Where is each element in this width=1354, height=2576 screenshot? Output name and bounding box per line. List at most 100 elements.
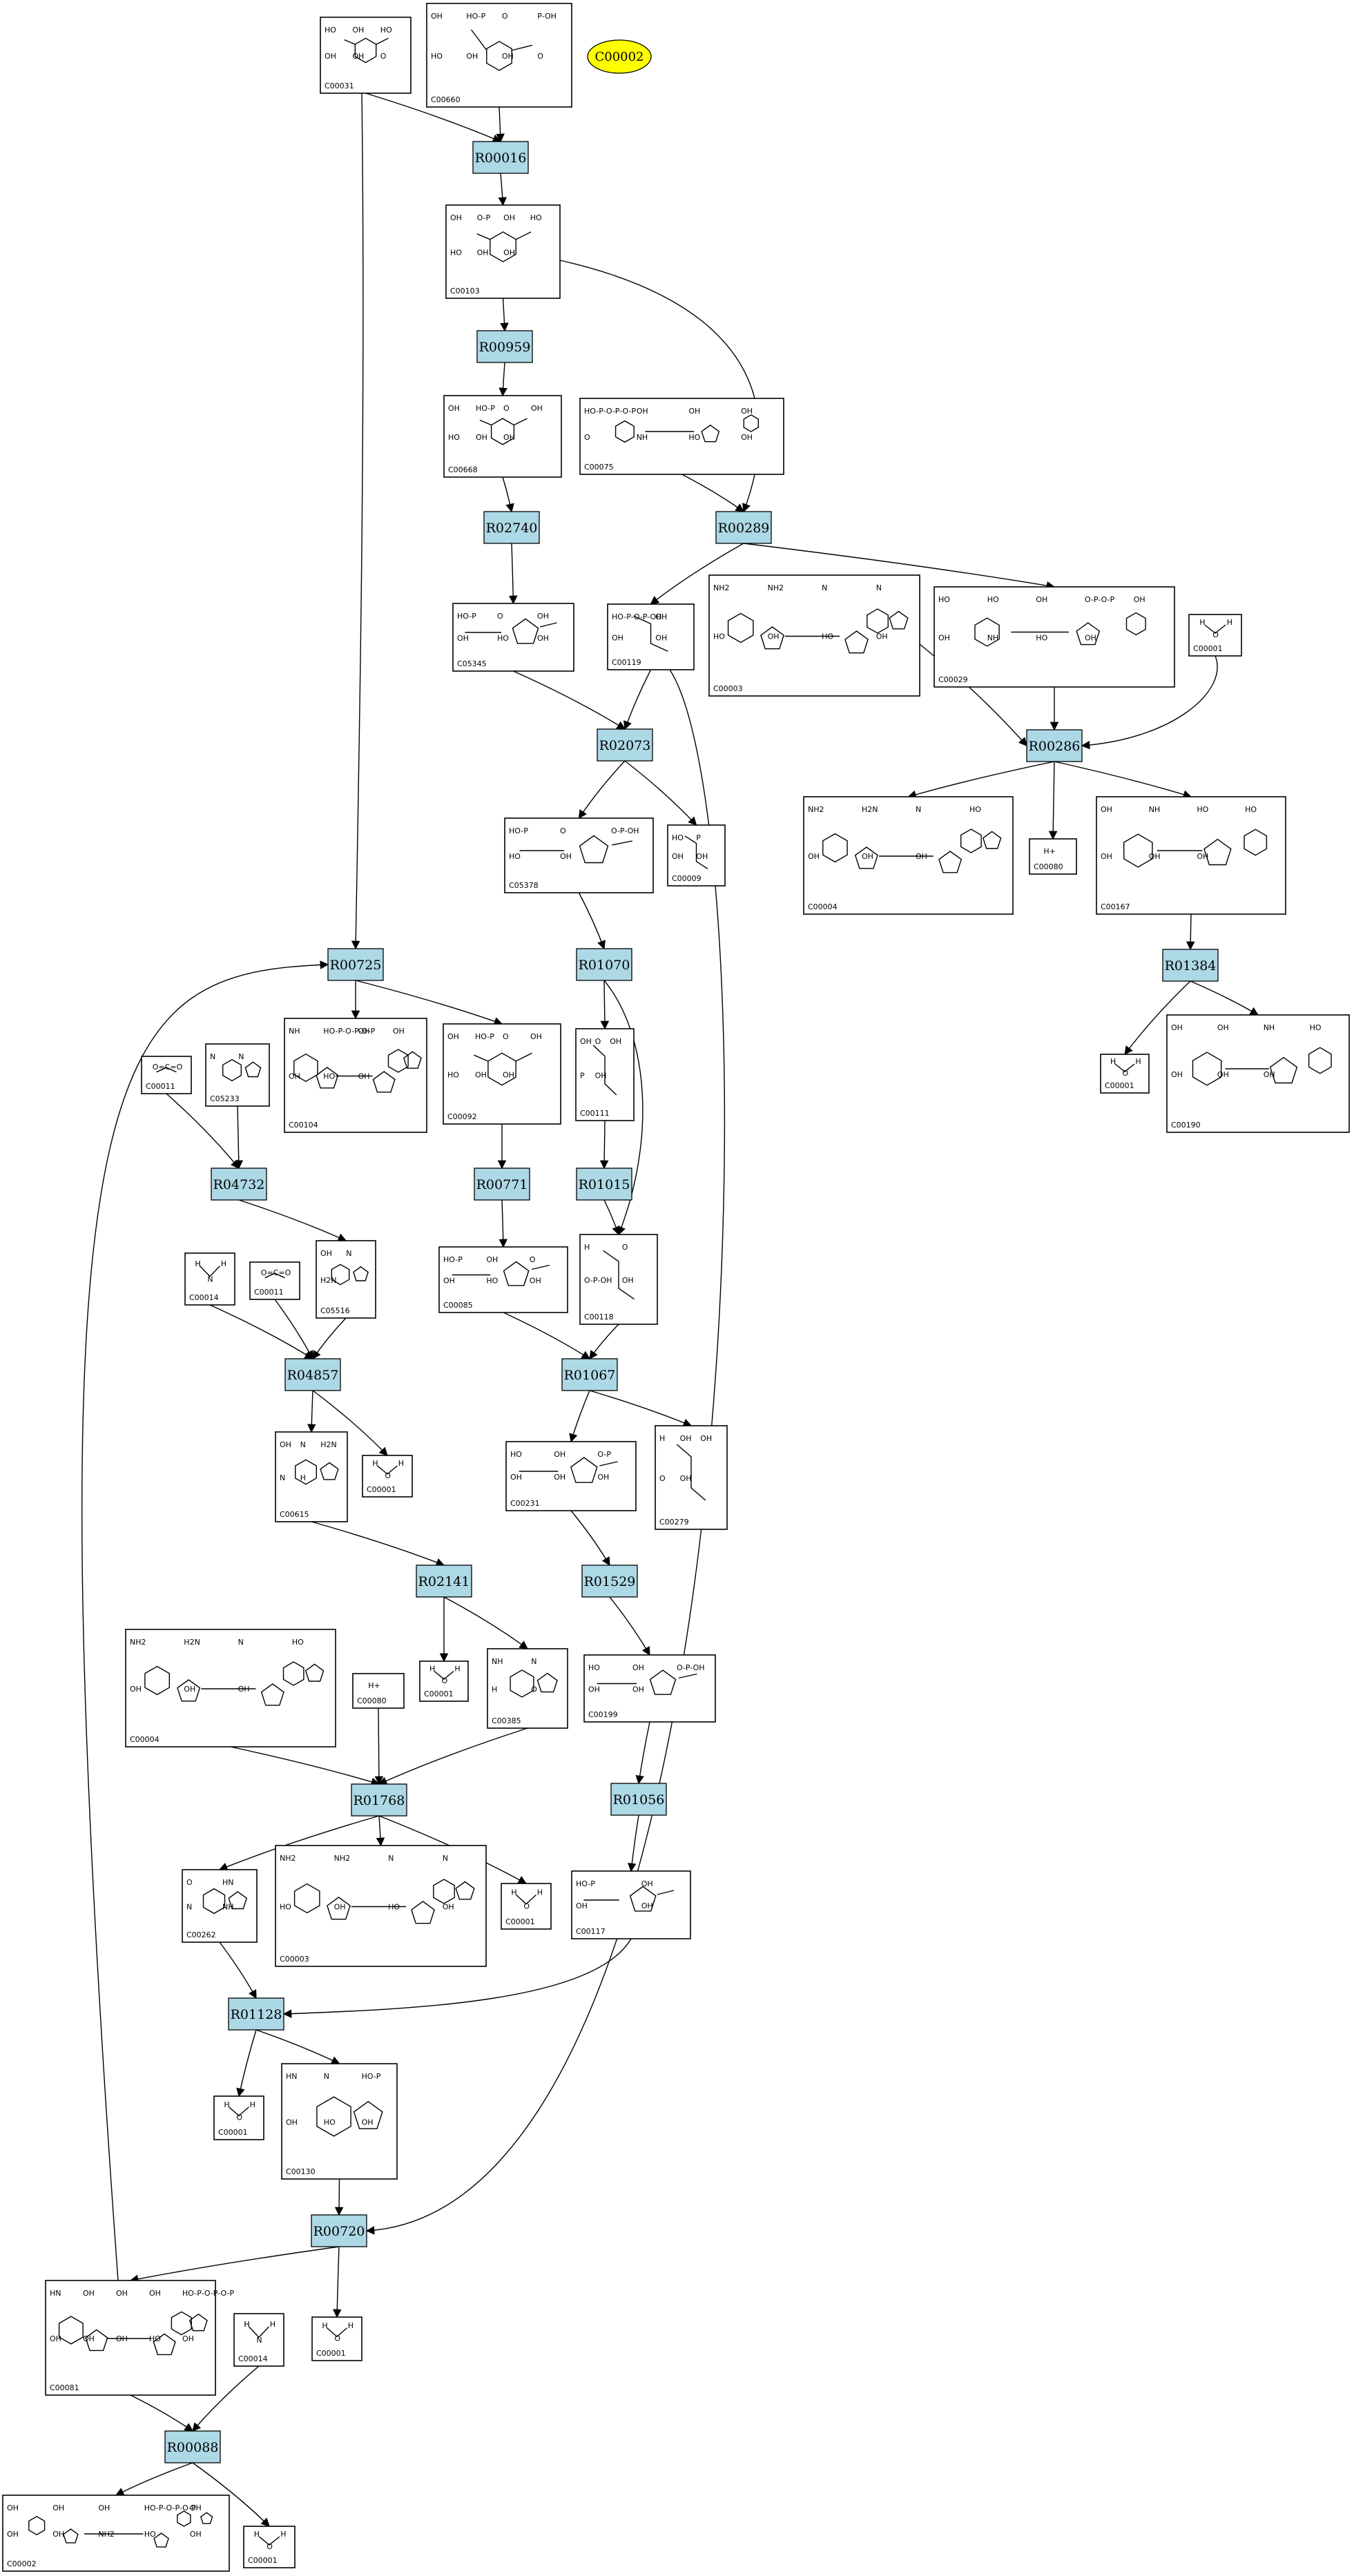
atom-label: H [195,1259,200,1268]
atom-label: HO-P [576,1879,595,1888]
reaction-R01529[interactable]: R01529 [581,1565,638,1598]
atom-label: HO [510,1450,522,1459]
atom-label: O [523,1901,530,1910]
reaction-R01128[interactable]: R01128 [228,1997,284,2031]
compound-id-label: C00668 [448,465,478,474]
atom-label: OH [1036,595,1047,604]
compound-frame [275,1845,487,1967]
reaction-label: R02141 [418,1574,470,1589]
atom-label: HO [509,852,521,861]
reaction-R04732[interactable]: R04732 [211,1168,267,1201]
reaction-label: R00771 [476,1177,528,1192]
reaction-R00959[interactable]: R00959 [476,330,533,363]
compound-frame [184,1252,235,1306]
reaction-arrow [650,543,744,605]
reaction-R01015[interactable]: R01015 [576,1168,632,1201]
reaction-R04857[interactable]: R04857 [284,1358,341,1391]
reaction-R00286[interactable]: R00286 [1026,729,1083,762]
reaction-box [597,728,653,762]
reaction-R00088[interactable]: R00088 [164,2430,221,2463]
compound-frame [1188,614,1242,657]
reaction-box [474,1168,530,1201]
compound-frame [233,2313,284,2367]
atom-label: OH [182,2334,194,2343]
reaction-R02740[interactable]: R02740 [483,511,540,544]
reaction-box [1026,729,1083,762]
reaction-arrow [578,892,606,950]
atom-label: OH [637,407,648,416]
reaction-R01056[interactable]: R01056 [610,1783,667,1816]
reaction-R00771[interactable]: R00771 [474,1168,530,1201]
highlight-compound[interactable]: C00002 [587,39,652,74]
reaction-R01070[interactable]: R01070 [576,948,632,981]
reaction-R01067[interactable]: R01067 [561,1358,618,1391]
reaction-R00720[interactable]: R00720 [311,2214,367,2247]
atom-label: HO-P [509,826,528,835]
atom-label: HO [1036,634,1047,643]
atom-label: OH [7,2504,19,2512]
compound-C00080[interactable]: H+C00080 [352,1673,405,1709]
reaction-R00016[interactable]: R00016 [472,141,529,174]
atom-label: OH [560,852,572,861]
reaction-R02141[interactable]: R02141 [416,1565,472,1598]
atom-label: N [443,1854,448,1863]
reaction-arrow [312,1317,347,1360]
reaction-R02073[interactable]: R02073 [597,728,653,762]
reaction-R00289[interactable]: R00289 [715,511,772,544]
atom-label: H [270,2320,275,2329]
reaction-R01768[interactable]: R01768 [351,1783,407,1817]
compound-C00080[interactable]: H+C00080 [1029,838,1077,875]
reaction-R00725[interactable]: R00725 [327,948,384,981]
reaction-label: R01384 [1165,958,1217,974]
reaction-arrow [624,760,697,826]
atom-label: N [324,2072,329,2081]
bond-line [889,610,909,630]
reaction-R01384[interactable]: R01384 [1162,949,1219,982]
